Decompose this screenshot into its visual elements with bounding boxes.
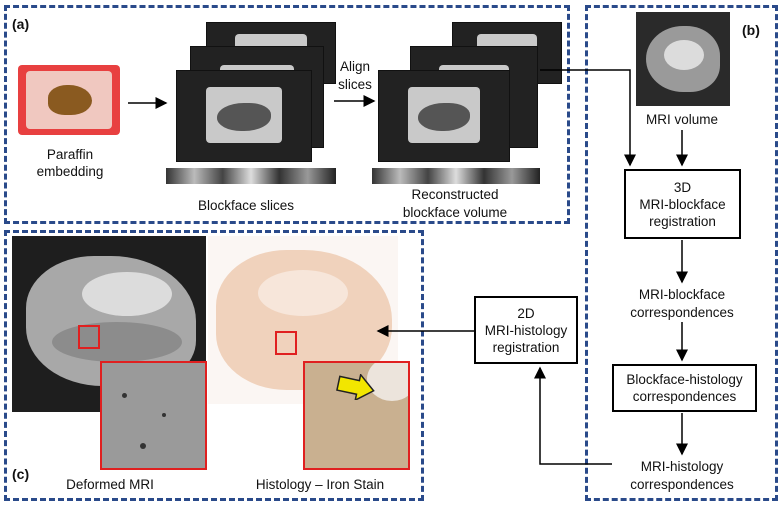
blockface-histology-box: Blockface-histology correspondences <box>612 364 757 412</box>
blockface-histology-line-2: correspondences <box>632 389 737 404</box>
panel-c-frame <box>4 230 424 501</box>
blockface-side-strip <box>166 168 336 184</box>
mri-volume-label: MRI volume <box>645 112 718 127</box>
arrow-recon-to-3d <box>540 69 636 167</box>
deformed-mri-label: Deformed MRI <box>66 477 154 492</box>
blockface-slices-label: Blockface slices <box>197 198 295 213</box>
blockface-histology-line-1: Blockface-histology <box>626 372 743 387</box>
histology-zoom-inset <box>303 361 410 470</box>
registration-3d-line-2: MRI-blockface <box>639 196 726 212</box>
blockface-slice-front <box>176 70 312 162</box>
registration-2d-line-2: MRI-histology <box>484 322 568 338</box>
registration-2d-line-3: registration <box>492 339 560 355</box>
mri-zoom-inset <box>100 361 207 470</box>
yellow-arrow-icon <box>336 373 376 402</box>
registration-3d-box: 3D MRI-blockface registration <box>624 169 741 239</box>
panel-b-label: (b) <box>742 22 760 38</box>
mri-histology-corr-2: correspondences <box>630 477 734 492</box>
recon-label-1: Reconstructed <box>411 187 499 202</box>
paraffin-label-2: embedding <box>36 164 104 179</box>
mri-blockface-corr-1: MRI-blockface <box>638 287 726 302</box>
arrow-mrihist-to-2d <box>534 366 612 465</box>
panel-a-frame <box>4 5 570 224</box>
recon-slice-front <box>378 70 510 162</box>
paraffin-label-1: Paraffin <box>46 147 94 162</box>
panel-a-label: (a) <box>12 16 30 32</box>
histology-roi-box <box>275 331 297 355</box>
mri-blockface-corr-2: correspondences <box>630 305 734 320</box>
recon-side-strip <box>372 168 540 184</box>
mri-histology-corr-1: MRI-histology <box>640 459 724 474</box>
histology-label: Histology – Iron Stain <box>255 477 385 492</box>
registration-3d-line-3: registration <box>649 213 716 229</box>
panel-b-frame <box>585 5 778 501</box>
registration-2d-line-1: 2D <box>517 305 535 321</box>
registration-2d-box: 2D MRI-histology registration <box>474 296 578 364</box>
align-label-2: slices <box>338 77 372 92</box>
recon-label-2: blockface volume <box>402 205 508 220</box>
panel-c-label: (c) <box>12 466 30 482</box>
registration-3d-line-1: 3D <box>673 179 692 195</box>
paraffin-block-image <box>18 65 120 135</box>
mri-volume-image <box>636 12 730 106</box>
align-label-1: Align <box>339 59 371 74</box>
mri-roi-box <box>78 325 100 349</box>
